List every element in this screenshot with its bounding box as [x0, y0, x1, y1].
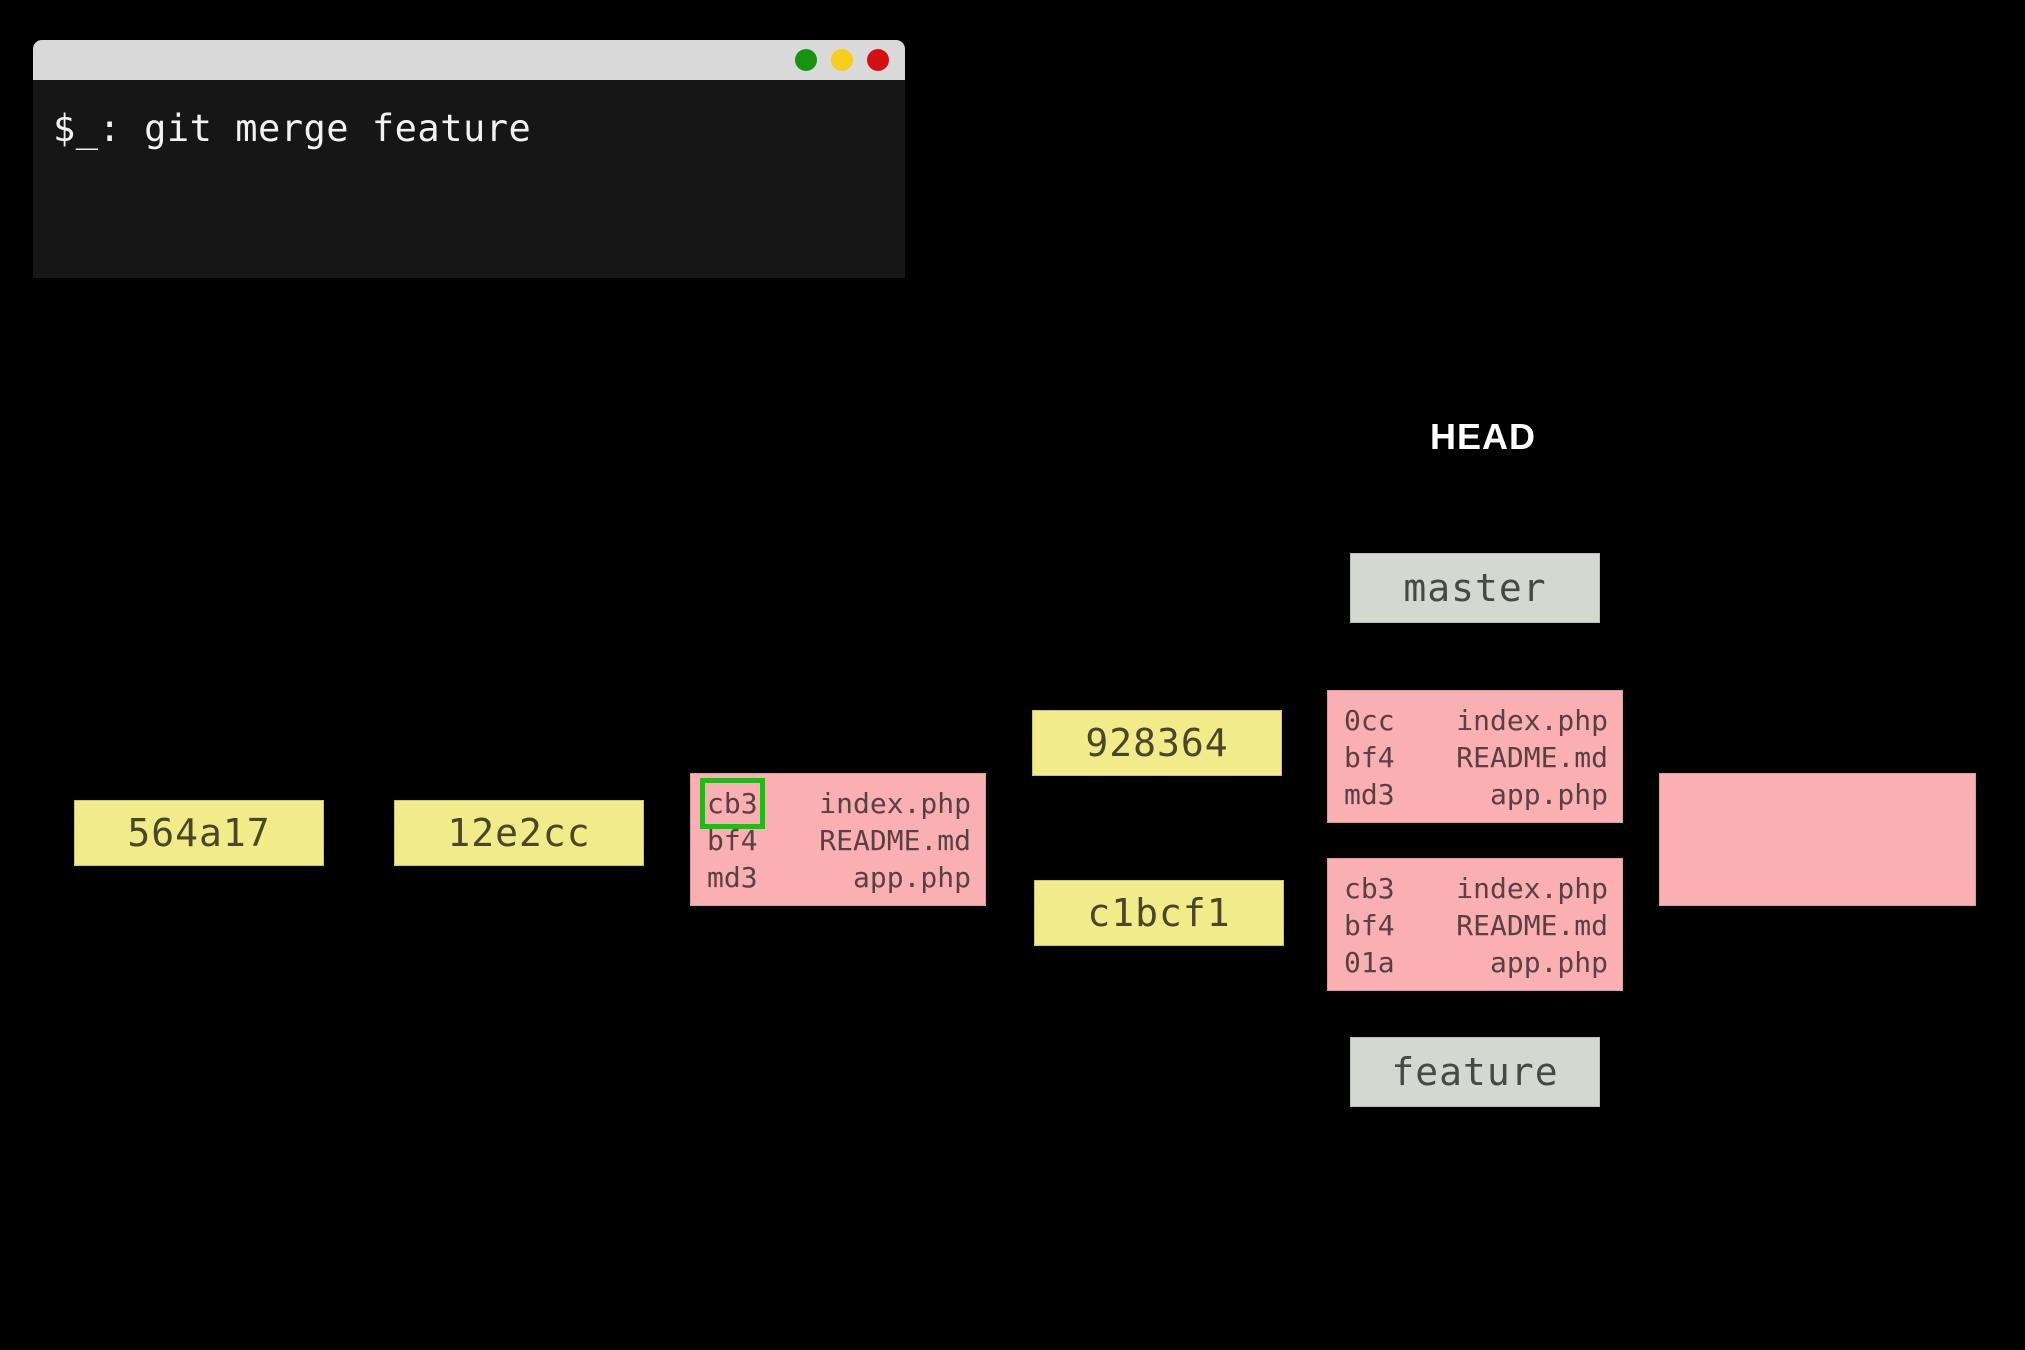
- tree-row-filename: app.php: [1489, 946, 1608, 979]
- tree-row-filename: README.md: [819, 824, 971, 857]
- tree-row: cb3 index.php: [1344, 870, 1608, 907]
- close-button[interactable]: [867, 49, 889, 71]
- tree-row-filename: index.php: [1456, 872, 1608, 905]
- branch-label-feature[interactable]: feature: [1350, 1037, 1600, 1107]
- branch-label-feature-text: feature: [1391, 1050, 1559, 1094]
- head-label: HEAD: [1430, 416, 1537, 457]
- commit-sha: 564a17: [127, 811, 271, 855]
- tree-row-hash: cb3: [1344, 872, 1395, 905]
- terminal-command-line: $_: git merge feature: [53, 107, 532, 150]
- tree-node-master[interactable]: 0cc index.php bf4 README.md md3 app.php: [1327, 690, 1623, 823]
- tree-node-feature[interactable]: cb3 index.php bf4 README.md 01a app.php: [1327, 858, 1623, 991]
- tree-row-hash: bf4: [707, 824, 758, 857]
- tree-row-hash: cb3: [700, 778, 765, 829]
- commit-sha: 12e2cc: [447, 811, 591, 855]
- terminal-body[interactable]: $_: git merge feature: [33, 80, 905, 278]
- commit-sha: 928364: [1085, 721, 1229, 765]
- tree-node-cb3[interactable]: cb3 index.php bf4 README.md md3 app.php: [690, 773, 986, 906]
- tree-row-filename: app.php: [1489, 778, 1608, 811]
- terminal-titlebar[interactable]: [33, 40, 905, 80]
- tree-row: bf4 README.md: [707, 822, 971, 859]
- commit-node-12e2cc[interactable]: 12e2cc: [394, 800, 644, 866]
- tree-row: 0cc index.php: [1344, 702, 1608, 739]
- tree-row: bf4 README.md: [1344, 907, 1608, 944]
- commit-node-c1bcf1[interactable]: c1bcf1: [1034, 880, 1284, 946]
- tree-row-filename: README.md: [1456, 909, 1608, 942]
- commit-sha: c1bcf1: [1087, 891, 1231, 935]
- tree-row-filename: README.md: [1456, 741, 1608, 774]
- tree-row: md3 app.php: [1344, 776, 1608, 813]
- tree-row: bf4 README.md: [1344, 739, 1608, 776]
- window-controls: [795, 49, 889, 71]
- tree-row-hash: md3: [707, 861, 758, 894]
- tree-row-filename: index.php: [1456, 704, 1608, 737]
- tree-row-filename: app.php: [852, 861, 971, 894]
- tree-row-hash: bf4: [1344, 741, 1395, 774]
- tree-row-filename: index.php: [819, 787, 971, 820]
- branch-label-master-text: master: [1403, 566, 1547, 610]
- minimize-button[interactable]: [795, 49, 817, 71]
- terminal-window: $_: git merge feature: [33, 40, 905, 278]
- tree-row: md3 app.php: [707, 859, 971, 896]
- maximize-button[interactable]: [831, 49, 853, 71]
- commit-node-928364[interactable]: 928364: [1032, 710, 1282, 776]
- tree-node-merge-result[interactable]: [1659, 773, 1976, 906]
- tree-row: 01a app.php: [1344, 944, 1608, 981]
- commit-node-564a17[interactable]: 564a17: [74, 800, 324, 866]
- tree-row-hash: 0cc: [1344, 704, 1395, 737]
- branch-label-master[interactable]: master: [1350, 553, 1600, 623]
- tree-row-hash: md3: [1344, 778, 1395, 811]
- tree-row-hash: 01a: [1344, 946, 1395, 979]
- tree-row: cb3 index.php: [700, 778, 971, 829]
- tree-row-hash: bf4: [1344, 909, 1395, 942]
